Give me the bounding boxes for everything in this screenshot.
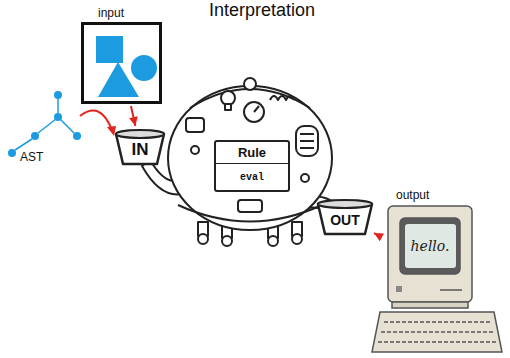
- computer-screen: hello.: [405, 224, 456, 268]
- input-shapes: [96, 36, 157, 97]
- key-row: [381, 331, 493, 333]
- top-knob: [244, 78, 256, 90]
- gauge-face: [244, 102, 264, 122]
- logo: [396, 286, 402, 292]
- vent-slat: [300, 147, 314, 149]
- gauge-needle: [254, 106, 259, 112]
- tree-dot: [73, 132, 81, 140]
- flow-arrow: [129, 106, 138, 126]
- machine-body: [168, 86, 332, 230]
- rivet: [301, 174, 309, 182]
- ast-arrow-head: [107, 126, 116, 136]
- flow-arrow: [374, 233, 384, 241]
- vent-slat: [300, 133, 314, 135]
- key-row: [378, 341, 496, 343]
- wheel: [268, 236, 278, 246]
- node-label: Rule: [216, 142, 288, 164]
- machine: [142, 78, 336, 246]
- out-funnel: OUT: [316, 198, 374, 236]
- coil: [270, 96, 294, 100]
- tree-dot: [54, 113, 62, 121]
- rule-panel: Ruleeval: [214, 140, 290, 192]
- vent: [296, 126, 318, 156]
- node-label: hello.: [411, 238, 450, 254]
- gauge: [244, 102, 264, 122]
- tree-edge: [57, 98, 59, 113]
- monitor-base: [392, 302, 468, 308]
- funnel-rim: [116, 130, 164, 138]
- tree-dot: [31, 132, 39, 140]
- disk-slot: [440, 289, 462, 291]
- side-panel: [186, 118, 204, 132]
- node-label: input: [98, 6, 124, 20]
- funnel-rim: [318, 200, 372, 208]
- blue-square: [96, 36, 123, 63]
- tree-edge: [60, 119, 74, 133]
- tree-dot: [54, 91, 62, 99]
- node-label: OUT: [330, 212, 360, 228]
- light-bulb: [221, 91, 235, 110]
- tree-dot: [8, 149, 16, 157]
- blue-circle: [131, 55, 157, 81]
- arrow-head: [129, 116, 138, 126]
- in-funnel: IN: [114, 128, 166, 166]
- diagram-title: Interpretation: [0, 0, 510, 20]
- input-box: input: [81, 22, 162, 104]
- computer: [372, 206, 502, 352]
- wheel: [292, 234, 302, 244]
- vent-slat: [300, 140, 314, 142]
- ast-arrow: [80, 110, 116, 136]
- tree-edge: [38, 119, 56, 133]
- keyboard: [372, 312, 502, 352]
- key-row: [384, 321, 490, 323]
- bulb-base: [225, 104, 231, 110]
- tree-edge: [15, 139, 32, 150]
- monitor-case: [388, 206, 472, 302]
- arrow-head: [374, 233, 384, 241]
- rivet: [191, 146, 199, 154]
- tree-label: AST: [20, 150, 43, 164]
- ast-tree: [8, 91, 81, 157]
- front-plate: [238, 200, 262, 212]
- node-label: IN: [132, 140, 149, 160]
- wheel: [222, 236, 232, 246]
- node-label: output: [396, 188, 429, 202]
- screen-bezel: [400, 218, 460, 274]
- node-body: eval: [216, 164, 288, 183]
- wheel: [198, 234, 208, 244]
- output-computer: output hello.: [376, 186, 506, 354]
- bulb-glass: [221, 91, 235, 105]
